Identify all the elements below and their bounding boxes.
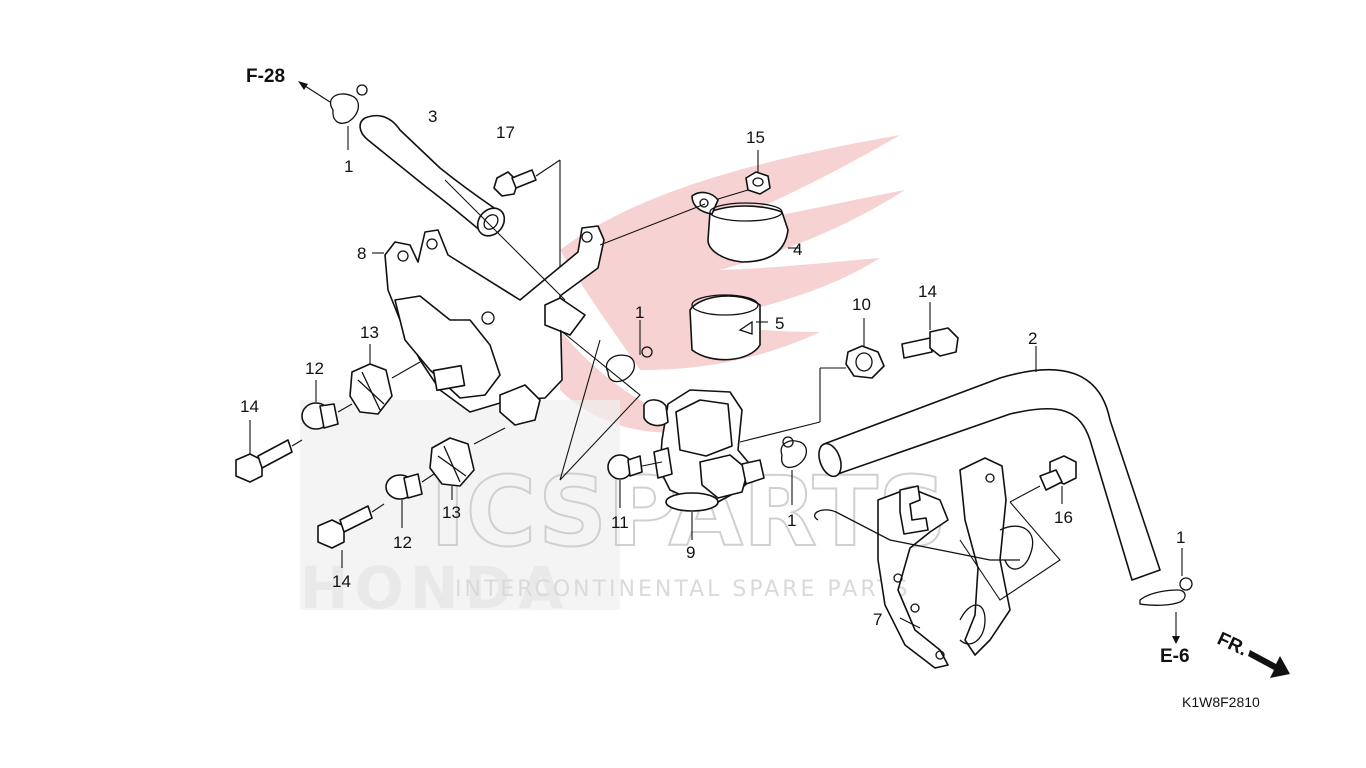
callout-14-left: 14 [240, 397, 259, 416]
part-11-washer [607, 454, 663, 508]
ref-e6-arrow [1172, 612, 1180, 644]
part-13-mount-lower [429, 427, 506, 500]
callout-12-lower: 12 [393, 533, 412, 552]
callout-14-upper: 14 [918, 282, 937, 301]
part-8-bracket [372, 225, 605, 426]
callout-7: 7 [873, 610, 882, 629]
part-1-clip-right [1139, 548, 1193, 606]
part-1-clip-mid [605, 320, 653, 383]
part-14-bolt-left [235, 420, 303, 483]
part-15-nut [745, 150, 771, 195]
watermark-tagline: INTERCONTINENTAL SPARE PARTS [455, 577, 910, 602]
callout-1-top: 1 [344, 157, 353, 176]
callout-11: 11 [611, 513, 629, 532]
callout-9: 9 [686, 543, 695, 562]
watermark-honda: HONDA [300, 554, 569, 622]
callout-5: 5 [775, 314, 784, 333]
callout-10: 10 [852, 295, 871, 314]
callout-13-lower: 13 [442, 503, 461, 522]
callout-14-lower: 14 [332, 572, 351, 591]
callout-1-mid: 1 [635, 303, 644, 322]
part-12-collar-lower [385, 473, 435, 528]
part-4-clamp [599, 189, 800, 263]
callout-3: 3 [428, 107, 437, 126]
callout-17: 17 [496, 123, 515, 142]
front-arrow-icon [1248, 650, 1290, 678]
part-9-valve [643, 389, 765, 540]
part-17-bolt [493, 159, 561, 270]
part-3-hose [359, 114, 506, 237]
callout-1-right: 1 [1176, 528, 1185, 547]
part-10-grommet [739, 318, 885, 443]
part-14-bolt-upper [901, 302, 959, 359]
callout-2: 2 [1028, 329, 1037, 348]
ref-label-e6: E-6 [1160, 646, 1190, 667]
callout-12-upper: 12 [305, 359, 324, 378]
callouts: 1 3 17 15 4 8 5 1 10 14 2 13 12 14 13 12… [240, 107, 1185, 629]
part-16-bolt [1009, 455, 1077, 504]
part-2-hose [818, 346, 1161, 581]
leader-lines [444, 179, 1061, 601]
diagram-code: K1W8F2810 [1182, 694, 1260, 710]
part-13-mount-upper [349, 344, 421, 415]
part-5-cap [689, 294, 768, 361]
part-1-clip-top [329, 84, 368, 150]
callout-1-hose: 1 [787, 511, 796, 530]
ref-f28-arrow [298, 81, 331, 103]
watermark-dots [300, 400, 620, 610]
callout-4: 4 [793, 240, 802, 259]
part-14-bolt-lower [317, 503, 385, 568]
callout-8: 8 [357, 244, 366, 263]
part-7-bracket [813, 457, 1034, 669]
callout-13-upper: 13 [360, 323, 379, 342]
ref-label-f28: F-28 [246, 66, 285, 87]
callout-15: 15 [746, 128, 765, 147]
front-label: FR. [1214, 628, 1251, 660]
part-1-clip-hose [780, 436, 807, 505]
part-12-collar-upper [301, 380, 353, 430]
callout-16: 16 [1054, 508, 1073, 527]
